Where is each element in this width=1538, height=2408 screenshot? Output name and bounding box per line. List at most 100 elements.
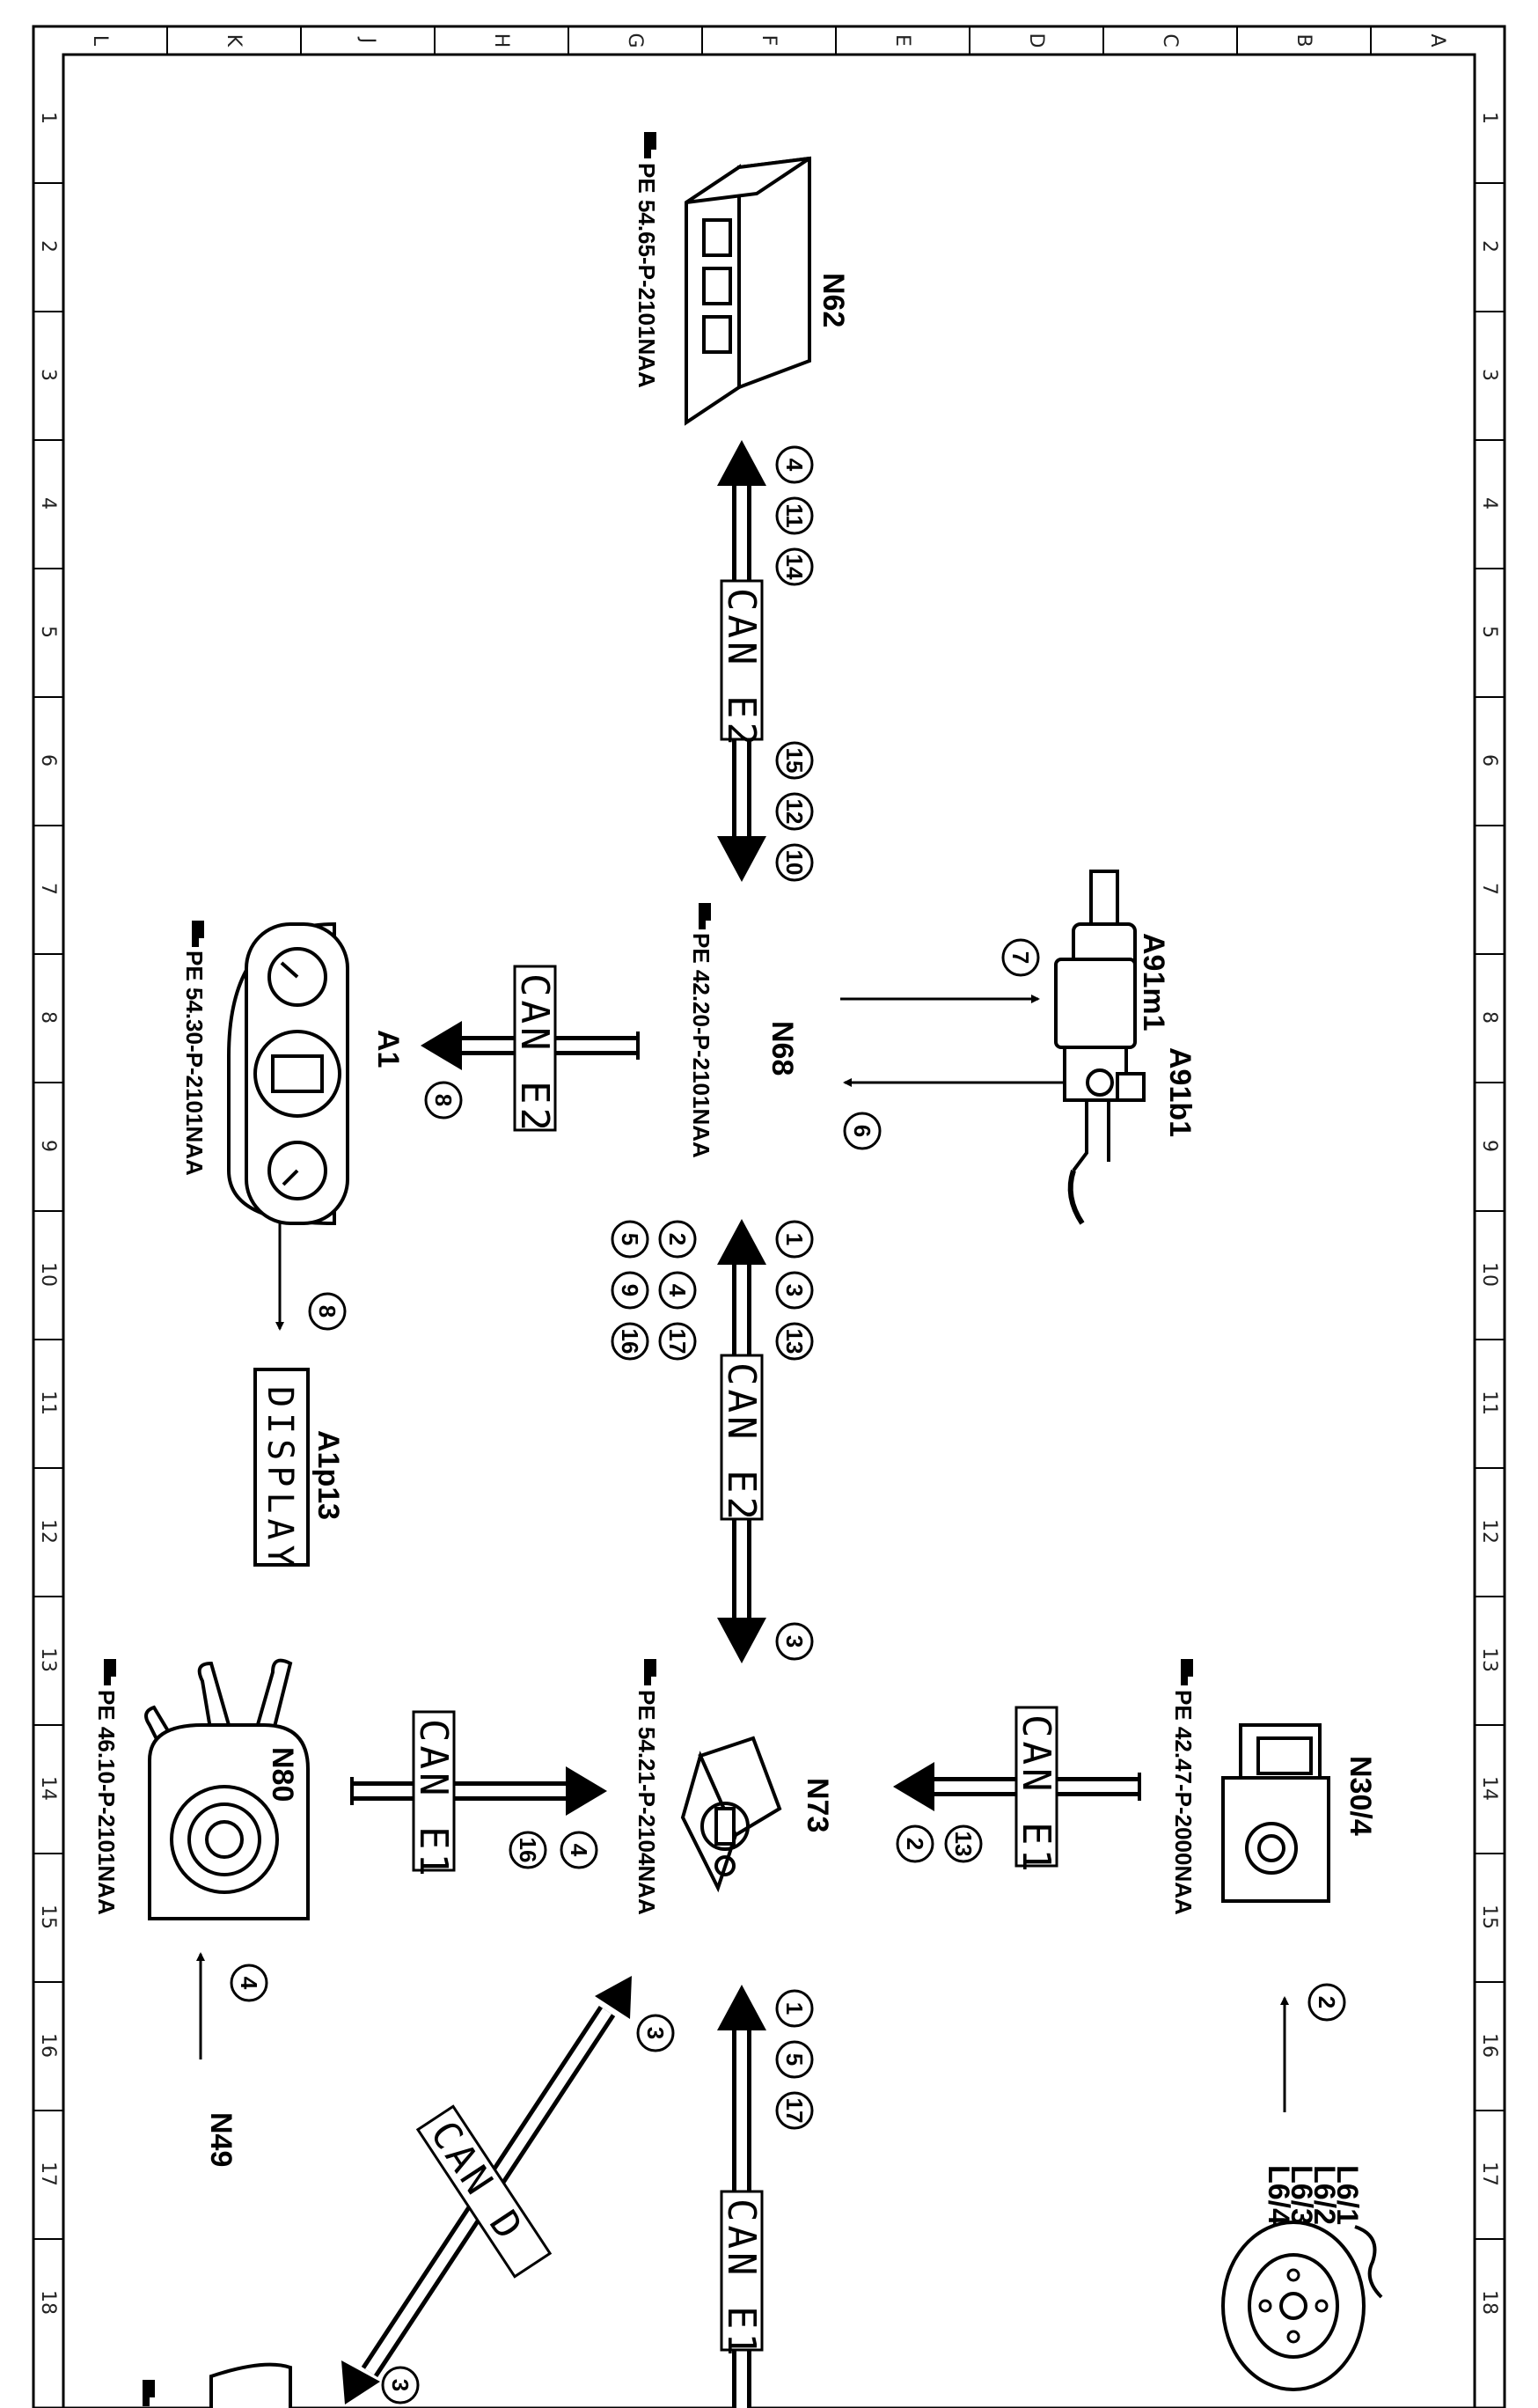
svg-text:9: 9 bbox=[617, 1284, 643, 1296]
grid-row-18: 18 bbox=[37, 2290, 59, 2315]
control-module-icon bbox=[685, 156, 811, 426]
can-e1-bottom-label: CAN E1 bbox=[719, 2199, 764, 2360]
svg-text:12: 12 bbox=[781, 799, 808, 825]
grid-column-L: L bbox=[89, 35, 111, 47]
signal-marker: 17 bbox=[658, 1322, 697, 1361]
can-e2-top-bus: CAN E2 bbox=[717, 440, 766, 882]
signal-marker: 5 bbox=[611, 1220, 649, 1259]
n80-reference: PE 46.10-P-2101NAA bbox=[93, 1690, 120, 1915]
n49-component: 4 N49 bbox=[196, 1952, 268, 2167]
signal-marker: 11 bbox=[775, 496, 814, 535]
partial-component-bottom bbox=[143, 2362, 292, 2408]
grid-row-18: 18 bbox=[1478, 2290, 1500, 2315]
n80-component: N80 PE 46.10-P-2101NAA bbox=[93, 1658, 310, 1920]
grid-row-1: 1 bbox=[37, 112, 59, 124]
esp-unit-icon bbox=[1221, 1723, 1330, 1903]
signal-marker: 1 bbox=[775, 1989, 814, 2028]
grid-row-6: 6 bbox=[37, 754, 59, 767]
grid-row-2: 2 bbox=[37, 240, 59, 253]
grid-column-G: G bbox=[624, 33, 646, 48]
grid-row-10: 10 bbox=[37, 1262, 59, 1287]
display-text: DISPLAY bbox=[260, 1386, 300, 1572]
signal-marker: 8 bbox=[424, 1081, 463, 1120]
grid-column-H: H bbox=[490, 33, 512, 48]
l6-label-1: L6/1 bbox=[1330, 2165, 1364, 2225]
grid-row-1: 1 bbox=[1478, 112, 1500, 124]
svg-text:2: 2 bbox=[664, 1233, 691, 1245]
svg-text:10: 10 bbox=[781, 850, 808, 876]
svg-text:13: 13 bbox=[781, 1329, 808, 1354]
signal-marker: 6 bbox=[843, 1112, 882, 1150]
svg-text:8: 8 bbox=[314, 1305, 341, 1318]
grid-row-3: 3 bbox=[37, 369, 59, 381]
signal-marker: 2 bbox=[658, 1220, 697, 1259]
signal-marker: 14 bbox=[775, 547, 814, 586]
n73-reference: PE 54.21-P-2104NAA bbox=[634, 1690, 660, 1915]
grid-row-5: 5 bbox=[1478, 626, 1500, 638]
signal-marker: 3 bbox=[775, 1622, 814, 1661]
signal-marker: 9 bbox=[611, 1271, 649, 1310]
pointing-hand-icon bbox=[644, 1659, 656, 1685]
can-e2-mid-bus: CAN E2 bbox=[717, 1219, 766, 1663]
can-e2-mid-label: CAN E2 bbox=[719, 1362, 764, 1523]
ignition-switch-icon bbox=[680, 1736, 782, 1893]
instrument-cluster-icon bbox=[227, 921, 349, 1226]
signal-marker: 17 bbox=[775, 2091, 814, 2130]
n49-label: N49 bbox=[204, 2112, 238, 2167]
pointing-hand-icon bbox=[644, 132, 656, 158]
can-e1-n30-bus: CAN E1 13 2 bbox=[893, 1706, 1141, 1876]
n68-label: N68 bbox=[765, 1021, 799, 1076]
grid-row-9: 9 bbox=[37, 1140, 59, 1152]
svg-text:4: 4 bbox=[236, 1977, 262, 1990]
svg-text:3: 3 bbox=[642, 2027, 669, 2039]
a1-component: A1 PE 54.30-P-2101NAA bbox=[181, 921, 405, 1226]
signal-marker: 5 bbox=[775, 2040, 814, 2079]
svg-text:3: 3 bbox=[781, 1635, 808, 1648]
grid-column-D: D bbox=[1025, 33, 1047, 48]
grid-row-14: 14 bbox=[1478, 1776, 1500, 1801]
svg-text:2: 2 bbox=[902, 1838, 928, 1850]
signal-marker: 4 bbox=[658, 1271, 697, 1310]
grid-column-E: E bbox=[891, 34, 913, 47]
svg-text:6: 6 bbox=[849, 1125, 875, 1137]
grid-column-F: F bbox=[758, 35, 780, 47]
grid-row-12: 12 bbox=[1478, 1519, 1500, 1544]
signal-marker: 13 bbox=[775, 1322, 814, 1361]
grid-row-11: 11 bbox=[37, 1391, 59, 1415]
n30-4-label: N30/4 bbox=[1344, 1756, 1377, 1836]
a1-to-display: 8 bbox=[275, 1223, 347, 1331]
signal-marker: 16 bbox=[611, 1322, 649, 1361]
signal-marker: 3 bbox=[775, 1271, 814, 1310]
svg-text:7: 7 bbox=[1007, 951, 1034, 964]
wheel-speed-sensor-icon bbox=[1221, 2221, 1383, 2391]
signal-marker: 12 bbox=[775, 792, 814, 831]
n30-4-reference: PE 42.47-P-2000NAA bbox=[1170, 1690, 1197, 1915]
pointing-hand-icon bbox=[143, 2380, 155, 2406]
svg-text:16: 16 bbox=[515, 1838, 541, 1863]
svg-text:5: 5 bbox=[617, 1233, 643, 1245]
grid-column-C: C bbox=[1159, 33, 1181, 47]
pointing-hand-icon bbox=[699, 903, 711, 929]
pointing-hand-icon bbox=[1181, 1659, 1193, 1685]
n68-reference: PE 42.20-P-2101NAA bbox=[688, 933, 714, 1158]
a1-reference: PE 54.30-P-2101NAA bbox=[181, 951, 208, 1176]
signals-n62-b: 15 12 10 bbox=[775, 741, 814, 882]
svg-text:2: 2 bbox=[1314, 1996, 1340, 2008]
can-e2-a1-label: CAN E2 bbox=[512, 973, 557, 1134]
grid-row-15: 15 bbox=[1478, 1905, 1500, 1929]
svg-text:4: 4 bbox=[664, 1284, 691, 1297]
grid-row-5: 5 bbox=[37, 626, 59, 638]
signal-marker: 7 bbox=[1001, 938, 1040, 977]
grid-row-17: 17 bbox=[1478, 2162, 1500, 2186]
grid-row-7: 7 bbox=[1478, 883, 1500, 895]
steering-lock-actuator-icon bbox=[1054, 870, 1146, 1225]
grid-row-10: 10 bbox=[1478, 1262, 1500, 1287]
svg-text:4: 4 bbox=[566, 1844, 592, 1857]
grid-row-8: 8 bbox=[37, 1011, 59, 1024]
grid-column-A: A bbox=[1426, 33, 1448, 47]
signal-marker: 8 bbox=[308, 1292, 347, 1331]
svg-text:16: 16 bbox=[617, 1329, 643, 1354]
can-d-bus: CAN D 3 3 bbox=[341, 1976, 675, 2404]
svg-text:15: 15 bbox=[781, 748, 808, 774]
